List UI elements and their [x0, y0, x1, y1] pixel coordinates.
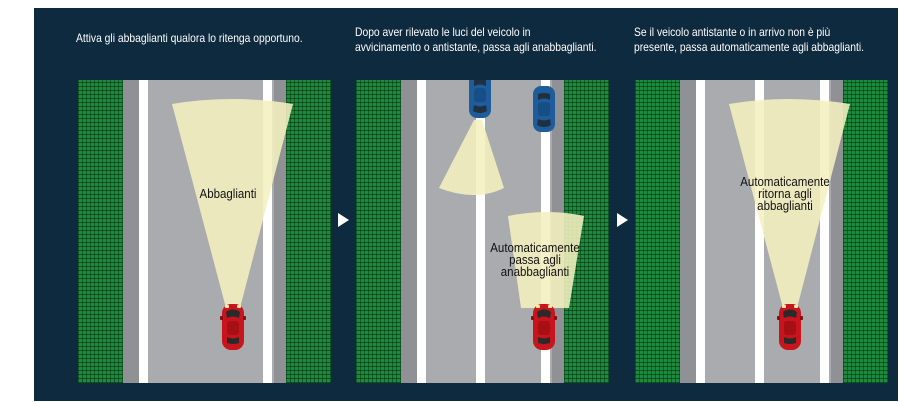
lane-line-center	[476, 80, 485, 383]
step-arrow-icon	[617, 213, 628, 227]
caption-step-2: Dopo aver rilevato le luci del veicolo i…	[355, 25, 597, 54]
high-beam-cone	[172, 99, 293, 308]
beam-label-switch-low: Automaticamente passa agli anabbaglianti	[490, 241, 580, 279]
blue-car-icon	[533, 86, 555, 132]
road-panel-3: Automaticamente ritorna agli abbaglianti	[635, 80, 888, 383]
grass-left	[635, 80, 680, 383]
high-beam-cone	[729, 99, 850, 308]
grass-left	[356, 80, 401, 383]
lane-line-center	[755, 80, 764, 383]
grass-right	[286, 80, 331, 383]
lane-line-left	[417, 80, 426, 383]
grass-right	[564, 80, 609, 383]
lane-line-right	[263, 80, 272, 383]
red-car-icon	[531, 304, 557, 350]
lane-line-left	[696, 80, 705, 383]
caption-step-1: Attiva gli abbaglianti qualora lo riteng…	[76, 31, 303, 45]
road-panel-2: Automaticamente passa agli anabbaglianti	[356, 80, 609, 383]
red-car-icon	[777, 304, 803, 350]
beam-label-high: Abbaglianti	[199, 187, 257, 201]
diagram-stage: Attiva gli abbaglianti qualora lo riteng…	[34, 8, 898, 401]
grass-right	[843, 80, 888, 383]
road-panel-1: Abbaglianti	[78, 80, 331, 383]
red-car-icon	[220, 304, 246, 350]
blue-car-icon	[469, 80, 491, 118]
caption-step-3: Se il veicolo antistante o in arrivo non…	[634, 25, 865, 54]
beam-label-return-high: Automaticamente ritorna agli abbaglianti	[740, 175, 830, 213]
lane-line-left	[139, 80, 148, 383]
lane-line-right	[820, 80, 829, 383]
step-arrow-icon	[338, 213, 349, 227]
grass-left	[78, 80, 123, 383]
oncoming-beam-cone	[439, 120, 584, 308]
